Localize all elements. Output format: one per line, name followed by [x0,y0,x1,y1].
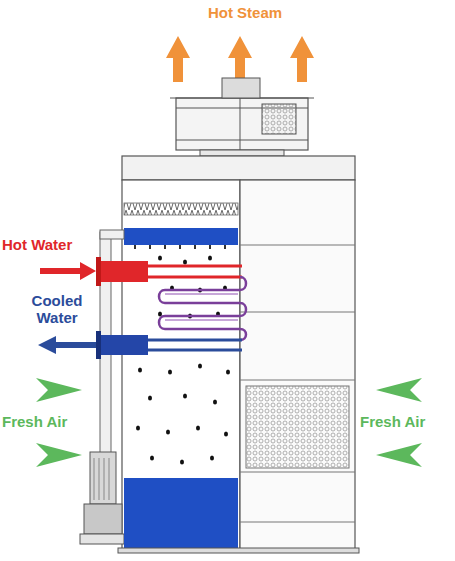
pump-body [84,504,122,534]
steam-arrow [228,36,252,82]
water-basin [124,478,238,548]
steam-arrow [290,36,314,82]
fan-housing [176,98,308,150]
air-inlet-louver [246,386,349,468]
spray-nozzles [135,245,225,249]
water-droplets [136,255,230,464]
text-label: Fresh Air [2,413,92,430]
coil-cold-tubes [148,340,242,350]
casing-panel-lines [240,245,355,522]
fresh-air-arrow [36,443,82,467]
drift-eliminator [124,203,238,215]
pump-motor-fins [94,458,109,500]
fresh-air-arrow [36,378,82,402]
text-label: Hot Water [2,236,102,253]
fan-motor [222,78,260,98]
hot-water-arrow [40,262,96,280]
hot-water-header [98,261,148,282]
text-label: Cooled Water [22,292,92,326]
text-label: Hot Steam [190,4,300,21]
fan-guard [262,104,296,134]
fan-housing-bands [170,98,314,150]
coil-serpentine-inner [165,294,238,320]
coil-serpentine [159,277,246,340]
pump-motor [90,452,116,504]
cooled-water-flange [96,331,101,359]
hot-water-flange [96,257,101,286]
coil-hot-tubes [148,266,242,277]
text-label: Fresh Air [360,413,452,430]
fresh-air-arrow [376,443,422,467]
cooled-water-arrow [38,336,96,354]
tower-cutaway [122,180,240,550]
tower-base [118,548,359,553]
tower-top-plate [122,156,355,180]
tower-casing [240,180,355,550]
pump-base [80,534,124,544]
fresh-air-arrow [376,378,422,402]
pipe-elbow [100,230,124,239]
spray-basin [124,228,238,245]
steam-arrow [166,36,190,82]
cooled-water-header [98,335,148,355]
fan-base [200,150,284,156]
